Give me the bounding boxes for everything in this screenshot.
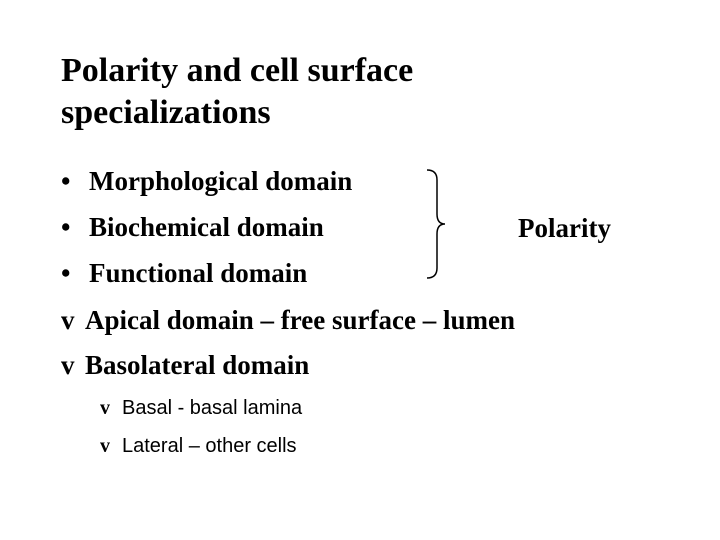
slide-title: Polarity and cell surface specialization… — [61, 50, 681, 134]
sub-item-lateral: v Lateral – other cells — [100, 432, 297, 460]
title-line-2: specializations — [61, 94, 271, 131]
sub-item-basal: v Basal - basal lamina — [100, 394, 302, 422]
diamond-item-text: Basolateral domain — [85, 350, 310, 380]
sub-item-text: Basal - basal lamina — [122, 397, 303, 419]
bullet-text: Functional domain — [89, 258, 308, 288]
right-brace-icon — [426, 169, 446, 279]
diamond-item-basolateral: v Basolateral domain — [61, 346, 309, 384]
brace-label: Polarity — [518, 213, 611, 243]
diamond-bullet-icon: v — [100, 397, 110, 419]
bullet-dot-icon: • — [61, 258, 71, 288]
diamond-item-apical: v Apical domain – free surface – lumen — [61, 301, 515, 339]
diamond-bullet-icon: v — [61, 350, 75, 380]
bullet-item-biochemical: • Biochemical domain — [61, 208, 324, 246]
bullet-dot-icon: • — [61, 166, 71, 196]
bullet-item-functional: • Functional domain — [61, 254, 307, 292]
diamond-bullet-icon: v — [61, 305, 75, 335]
diamond-item-text: Apical domain – free surface – lumen — [85, 305, 515, 335]
bullet-item-morphological: • Morphological domain — [61, 162, 352, 200]
bullet-text: Biochemical domain — [89, 212, 324, 242]
bullet-text: Morphological domain — [89, 166, 353, 196]
diamond-bullet-icon: v — [100, 435, 110, 457]
title-line-1: Polarity and cell surface — [61, 52, 414, 89]
bullet-dot-icon: • — [61, 212, 71, 242]
sub-item-text: Lateral – other cells — [122, 435, 297, 457]
